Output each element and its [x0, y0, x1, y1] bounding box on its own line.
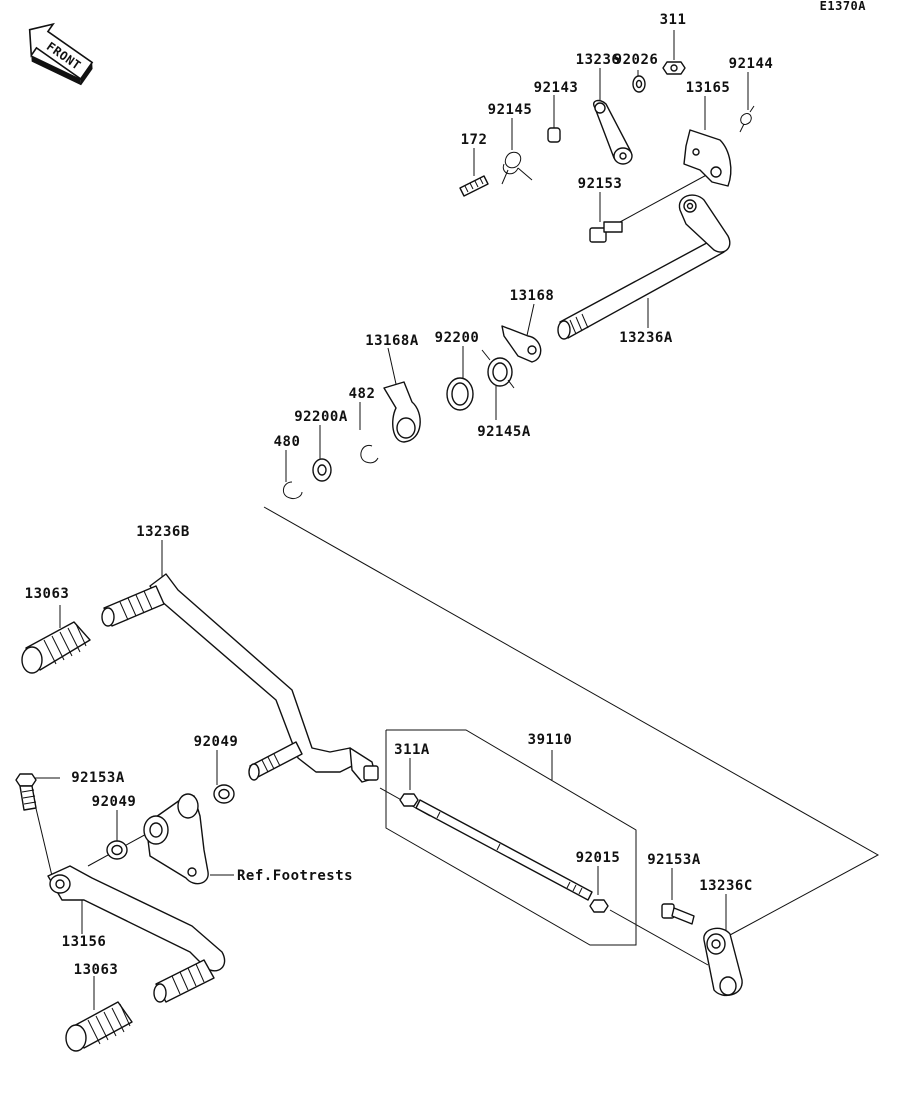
part-92145-spring: [501, 151, 533, 185]
part-92145A-spring: [481, 349, 515, 389]
label-92145: 92145: [488, 102, 533, 118]
label-92200: 92200: [435, 330, 480, 346]
label-13236A: 13236A: [619, 330, 673, 346]
label-480: 480: [274, 434, 301, 450]
label-39110: 39110: [528, 732, 573, 748]
label-92200A: 92200A: [294, 409, 348, 425]
part-311A-nut: [399, 793, 419, 807]
part-pivot-shaft: [248, 741, 303, 781]
label-92153A-right: 92153A: [647, 852, 701, 868]
part-labels: 311 92026 92144 13236 92143 13165 92145 …: [25, 12, 774, 978]
part-13168A-arm: [383, 381, 421, 443]
part-13236B-pedal: [149, 573, 379, 783]
part-92049-washer-b: [106, 840, 128, 860]
part-92015-nut: [589, 899, 609, 913]
part-13063-rubber-bottom: [65, 1001, 133, 1052]
part-13236C-lever: [703, 927, 743, 997]
label-92143: 92143: [534, 80, 579, 96]
label-92144: 92144: [729, 56, 774, 72]
label-92049-a: 92049: [194, 734, 239, 750]
part-13156-arm: [47, 865, 226, 972]
label-13236C: 13236C: [699, 878, 753, 894]
label-13165: 13165: [686, 80, 731, 96]
label-13156: 13156: [62, 934, 107, 950]
part-92026-washer: [632, 75, 646, 93]
part-172-pin: [459, 175, 489, 197]
part-92153A-bolt-right: [661, 903, 695, 925]
part-13165-plate: [683, 129, 732, 187]
part-92153-bolt: [589, 221, 623, 243]
part-311-nut: [662, 61, 686, 75]
label-13168A: 13168A: [365, 333, 419, 349]
front-arrow-icon: FRONT: [28, 22, 94, 86]
part-13236A-shaft: [557, 194, 731, 340]
diagram-code: E1370A: [820, 0, 867, 13]
part-92049-washer-a: [213, 784, 235, 804]
part-footrest-bracket: [143, 793, 209, 885]
part-482-circlip: [360, 444, 379, 464]
label-311A: 311A: [394, 742, 430, 758]
label-13063-top: 13063: [25, 586, 70, 602]
part-92153A-bolt-left: [15, 773, 37, 811]
label-92145A: 92145A: [477, 424, 531, 440]
label-92015: 92015: [576, 850, 621, 866]
part-peg-top: [101, 585, 165, 627]
part-92143-collar: [547, 127, 561, 143]
part-13236-lever: [593, 99, 633, 165]
label-92026: 92026: [614, 52, 659, 68]
label-ref-footrests: Ref.Footrests: [237, 868, 353, 884]
part-92200A-washer: [312, 458, 332, 482]
label-13236B: 13236B: [136, 524, 190, 540]
label-172: 172: [461, 132, 488, 148]
part-39110-rod: [415, 799, 593, 901]
label-92153: 92153: [578, 176, 623, 192]
label-482: 482: [349, 386, 376, 402]
part-13063-rubber-top: [21, 621, 91, 674]
part-92200-washer: [446, 377, 474, 411]
label-311: 311: [660, 12, 687, 28]
part-480-circlip: [283, 481, 303, 499]
label-13063-bottom: 13063: [74, 962, 119, 978]
part-peg-bottom: [153, 959, 215, 1003]
label-92049-b: 92049: [92, 794, 137, 810]
label-92153A-left: 92153A: [71, 770, 125, 786]
label-13168: 13168: [510, 288, 555, 304]
leader-lines-upper: [263, 30, 880, 936]
part-92144-spring: [739, 105, 755, 133]
label-13236: 13236: [576, 52, 621, 68]
part-13168-plate: [501, 325, 542, 363]
